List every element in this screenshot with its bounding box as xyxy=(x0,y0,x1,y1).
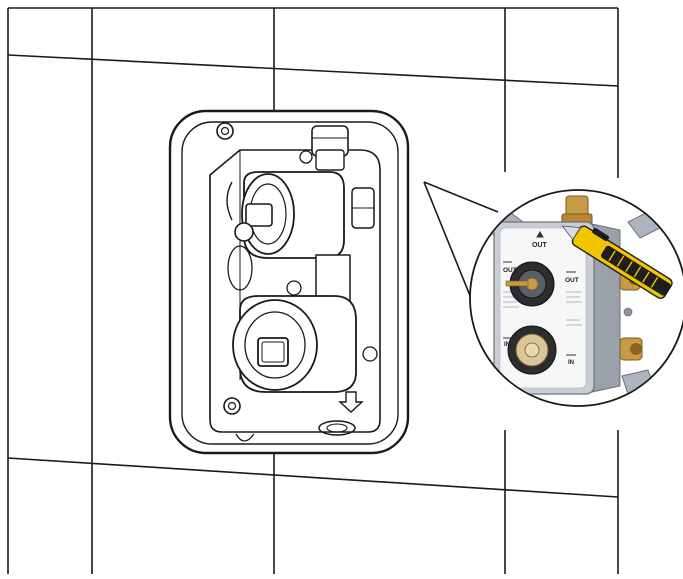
grip-ridge xyxy=(642,271,650,283)
top-connector-nut xyxy=(315,149,345,171)
box-outer-frame xyxy=(168,109,410,455)
arrow-down-icon xyxy=(338,391,364,413)
tile-line xyxy=(7,457,619,498)
bottom-outlet-inner xyxy=(326,423,348,433)
lower-valve-stem-top xyxy=(261,341,285,363)
label-top-out: OUT xyxy=(532,242,548,249)
callout-content: OUT OUT OUT IN IN xyxy=(487,195,673,395)
tile-grid xyxy=(7,7,619,574)
label-right-out: OUT xyxy=(565,277,579,284)
lower-cartridge-center xyxy=(524,342,540,358)
label-left-in: IN xyxy=(504,342,510,348)
knife-grip-ridges xyxy=(608,250,659,288)
mount-hole-top-inner xyxy=(220,126,230,136)
middle-bolt xyxy=(286,280,302,296)
box-inner-rim xyxy=(181,121,399,445)
mount-hole-bottom xyxy=(223,397,241,415)
bottom-outlet xyxy=(318,420,356,436)
left-outlet-swirl xyxy=(227,245,253,291)
upper-cartridge-stem xyxy=(505,280,529,287)
top-connector-bolt xyxy=(299,150,313,164)
grip-ridge xyxy=(633,266,642,278)
knife-slider xyxy=(592,227,610,242)
grip-ridge xyxy=(608,250,616,262)
brass-right-outlet-lower-hole xyxy=(630,343,642,355)
grip-ridge xyxy=(625,260,633,272)
label-right-in: IN xyxy=(568,360,574,366)
label-fine-print xyxy=(503,291,582,326)
label-left-out: OUT xyxy=(503,267,517,274)
upper-valve-knob xyxy=(234,222,254,242)
grip-ridge xyxy=(650,276,659,288)
utility-knife-icon xyxy=(561,225,673,299)
lower-valve-face-inner xyxy=(244,311,306,379)
upper-valve-stem xyxy=(245,203,273,227)
label-arrows xyxy=(503,231,576,356)
callout-line-top xyxy=(423,181,499,213)
mount-hole-bottom-inner xyxy=(227,401,237,411)
lower-side-bolt xyxy=(362,346,378,362)
tile-line xyxy=(7,54,619,87)
mount-hole-top xyxy=(216,122,234,140)
left-outlet-ring xyxy=(226,181,233,221)
lower-valve-stem xyxy=(257,337,289,367)
knife-blade xyxy=(561,225,581,241)
box-cavity xyxy=(209,149,381,433)
side-screw xyxy=(623,307,633,317)
bottom-nub xyxy=(235,433,255,442)
recessed-box xyxy=(168,109,410,455)
grip-ridge xyxy=(616,255,625,267)
arrow-up-icon xyxy=(536,231,544,238)
